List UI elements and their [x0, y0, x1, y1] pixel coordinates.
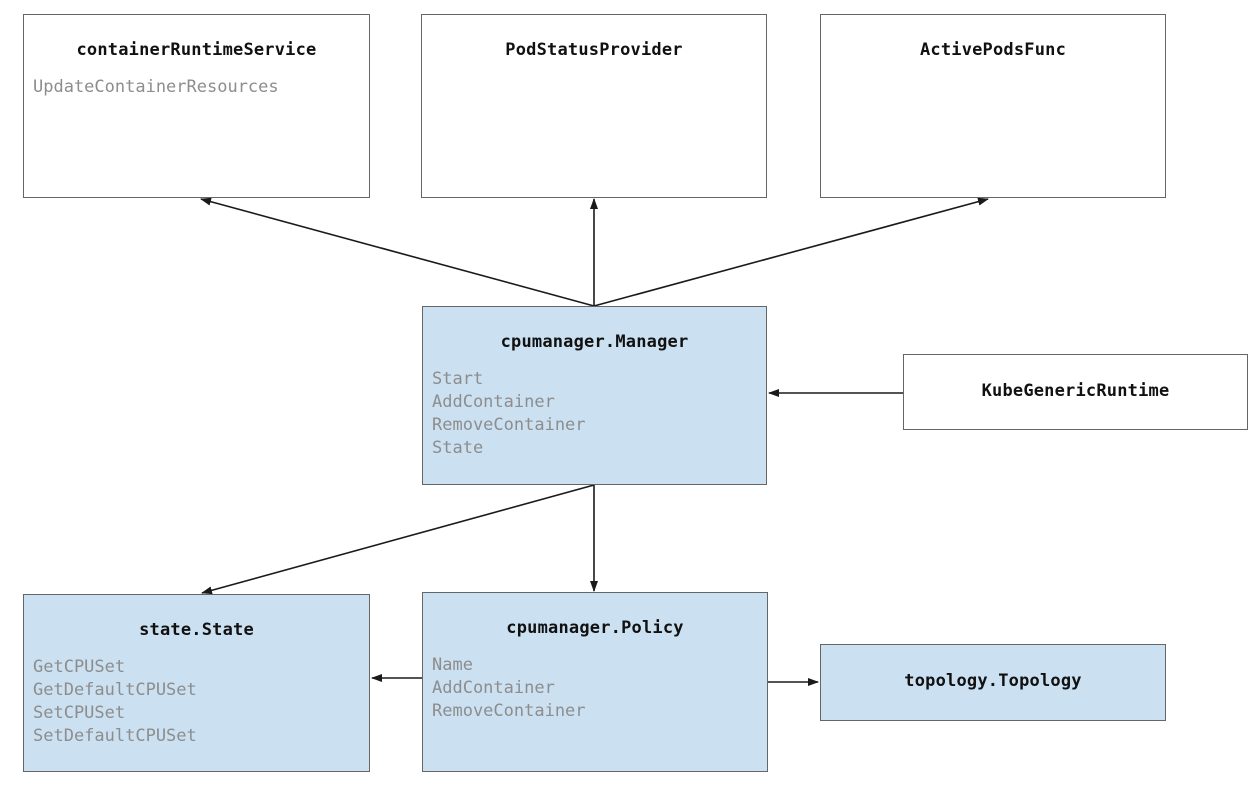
class-member: Start — [432, 369, 484, 389]
class-member: SetCPUSet — [33, 703, 126, 723]
class-member: RemoveContainer — [432, 415, 586, 435]
edge-manager-to-stateState — [201, 484, 595, 595]
class-member: RemoveContainer — [432, 701, 586, 721]
class-node-title: PodStatusProvider — [505, 40, 683, 60]
class-node-title: KubeGenericRuntime — [981, 381, 1170, 401]
class-member: State — [432, 438, 484, 458]
class-node-title: state.State — [139, 620, 254, 640]
class-node-topologyTopology[interactable]: topology.Topology — [820, 644, 1166, 721]
class-node-title: cpumanager.Manager — [500, 332, 689, 352]
class-node-members: UpdateContainerResources — [24, 76, 369, 99]
class-node-title: containerRuntimeService — [76, 40, 317, 60]
class-node-KubeGenericRuntime[interactable]: KubeGenericRuntime — [903, 354, 1248, 430]
edge-manager-to-containerRuntimeService — [200, 197, 595, 307]
class-node-PodStatusProvider[interactable]: PodStatusProvider — [421, 14, 767, 198]
class-node-title: cpumanager.Policy — [506, 618, 684, 638]
class-member: UpdateContainerResources — [33, 77, 279, 97]
class-node-ActivePodsFunc[interactable]: ActivePodsFunc — [820, 14, 1166, 198]
class-member: GetDefaultCPUSet — [33, 680, 197, 700]
edge-manager-to-activePodsFunc — [593, 197, 989, 307]
class-member: AddContainer — [432, 392, 555, 412]
class-node-title: topology.Topology — [904, 671, 1082, 691]
class-member: Name — [432, 655, 473, 675]
class-member: GetCPUSet — [33, 657, 126, 677]
class-member: AddContainer — [432, 678, 555, 698]
class-node-title: ActivePodsFunc — [919, 40, 1067, 60]
class-member: SetDefaultCPUSet — [33, 726, 197, 746]
